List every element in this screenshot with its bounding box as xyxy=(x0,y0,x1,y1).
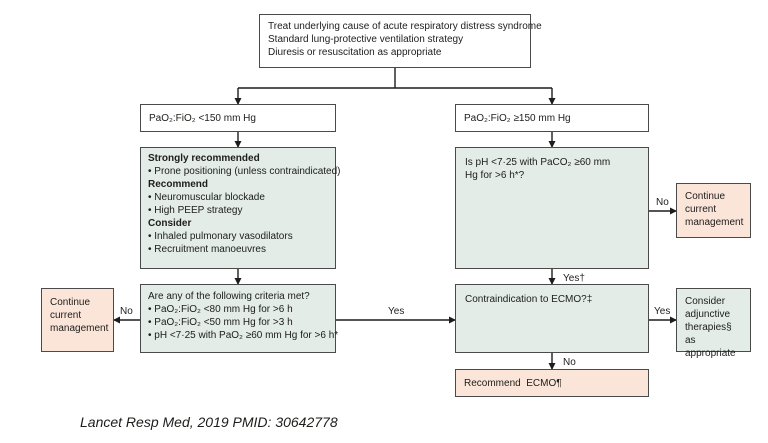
high-pf-ratio-box: PaO₂:FiO₂ ≥150 mm Hg xyxy=(455,104,649,132)
consider-heading: Consider xyxy=(148,218,192,229)
recommend-ecmo-text: Recommend ECMO¶ xyxy=(464,378,562,389)
contraindication-text: Contraindication to ECMO?‡ xyxy=(465,294,593,305)
criteria-question: Are any of the following criteria met? xyxy=(148,291,310,302)
recommend-heading: Recommend xyxy=(148,179,209,190)
initial-management-line: Standard lung-protective ventilation str… xyxy=(268,34,464,45)
strongly-recommended-heading: Strongly recommended xyxy=(148,153,260,164)
low-pf-ratio-box: PaO₂:FiO₂ <150 mm Hg xyxy=(140,104,336,132)
criteria-item: PaO₂:FiO₂ <80 mm Hg for >6 h xyxy=(148,303,328,316)
low-pf-ratio-label: PaO₂:FiO₂ <150 mm Hg xyxy=(149,113,256,124)
criteria-no-label: No xyxy=(120,306,133,317)
ph-yes-label: Yes† xyxy=(563,273,585,284)
criteria-no-continue-text: Continue current management xyxy=(50,297,109,334)
recommend-ecmo-box: Recommend ECMO¶ xyxy=(455,369,649,397)
contraindication-box: Contraindication to ECMO?‡ xyxy=(455,284,649,353)
ph-question-text: Is pH <7·25 with PaCO₂ ≥60 mm Hg for >6 … xyxy=(465,157,611,181)
contra-yes-label: Yes xyxy=(654,306,671,317)
intervention-item: High PEEP strategy xyxy=(148,204,328,217)
criteria-box: Are any of the following criteria met? P… xyxy=(140,284,338,353)
ph-question-box: Is pH <7·25 with PaCO₂ ≥60 mm Hg for >6 … xyxy=(455,147,649,269)
criteria-item: PaO₂:FiO₂ <50 mm Hg for >3 h xyxy=(148,316,328,329)
intervention-item: Prone positioning (unless contraindicate… xyxy=(148,165,340,178)
ph-no-label: No xyxy=(656,197,669,208)
criteria-yes-label: Yes xyxy=(388,306,405,317)
initial-management-line: Treat underlying cause of acute respirat… xyxy=(268,21,542,32)
initial-management-line: Diuresis or resuscitation as appropriate xyxy=(268,47,442,58)
interventions-box: Strongly recommended Prone positioning (… xyxy=(140,147,341,269)
intervention-item: Neuromuscular blockade xyxy=(148,191,328,204)
ph-no-continue-box: Continue current management xyxy=(676,183,751,238)
contra-no-label: No xyxy=(563,357,576,368)
ph-no-continue-text: Continue current management xyxy=(685,191,744,228)
intervention-item: Recruitment manoeuvres xyxy=(148,243,328,256)
criteria-item: pH <7·25 with PaO₂ ≥60 mm Hg for >6 h* xyxy=(148,329,338,342)
intervention-item: Inhaled pulmonary vasodilators xyxy=(148,230,328,243)
adjunctive-therapies-box: Consider adjunctive therapies§ as approp… xyxy=(676,288,751,359)
high-pf-ratio-label: PaO₂:FiO₂ ≥150 mm Hg xyxy=(464,113,571,124)
adjunctive-therapies-text: Consider adjunctive therapies§ as approp… xyxy=(685,296,736,359)
citation: Lancet Resp Med, 2019 PMID: 30642778 xyxy=(80,414,338,430)
initial-management-box: Treat underlying cause of acute respirat… xyxy=(259,14,542,68)
criteria-no-continue-box: Continue current management xyxy=(41,288,114,352)
